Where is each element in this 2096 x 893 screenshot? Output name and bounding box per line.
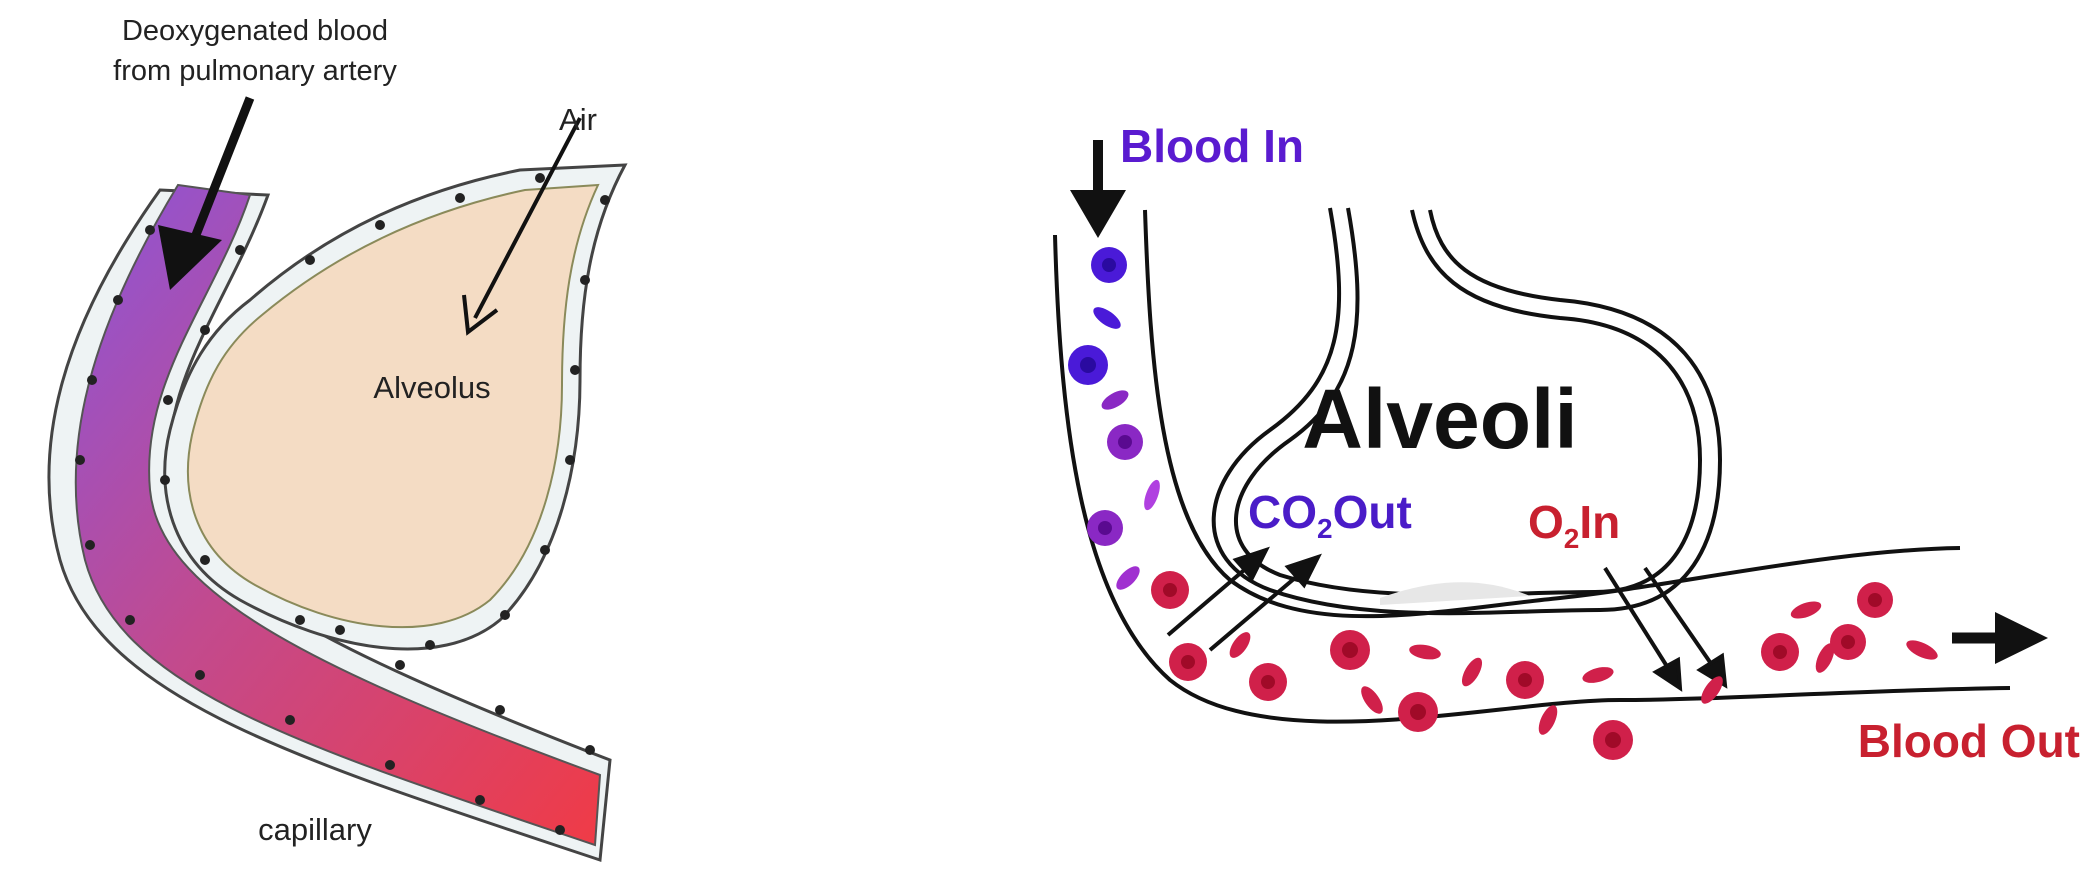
oxygenated-cell-side bbox=[1461, 657, 1483, 687]
wall-cell-nuclei bbox=[75, 173, 610, 835]
o2-in-label: O2In bbox=[1528, 496, 1620, 554]
vessel-inner-wall bbox=[1143, 209, 1961, 619]
blood-out-label: Blood Out bbox=[1858, 715, 2080, 767]
o2-in-arrows bbox=[1603, 566, 1728, 692]
mixed-cell bbox=[1107, 424, 1143, 460]
oxygenated-cell bbox=[1761, 633, 1799, 671]
blood-in-label: Blood In bbox=[1120, 120, 1304, 172]
alveolus-label: Alveolus bbox=[373, 370, 490, 405]
co2-main-text: CO bbox=[1248, 486, 1317, 538]
air-label: Air bbox=[559, 102, 597, 137]
o2-main-text: O bbox=[1528, 496, 1564, 548]
oxygenated-cell bbox=[1830, 624, 1866, 660]
oxygenated-cell bbox=[1398, 692, 1438, 732]
oxygenated-cell bbox=[1330, 630, 1370, 670]
alveolus-wall-outer bbox=[1211, 207, 1723, 616]
capillary-lumen bbox=[74, 183, 602, 847]
deoxygenated-cell-side bbox=[1093, 307, 1121, 329]
right-alveoli-diagram: Blood In Alveoli CO2Out O2In Blood Out bbox=[1053, 120, 2080, 767]
deoxygenated-cell bbox=[1068, 345, 1108, 385]
oxygenated-cell-side bbox=[1538, 705, 1558, 735]
co2-subscript: 2 bbox=[1317, 513, 1333, 544]
oxygenated-cell-side bbox=[1815, 643, 1835, 673]
mixed-cell-side bbox=[1101, 390, 1129, 410]
oxygenated-cell bbox=[1151, 571, 1189, 609]
blood-out-arrow bbox=[1952, 612, 2048, 664]
alveolus-wall-inner bbox=[1233, 207, 1703, 597]
o2-subscript: 2 bbox=[1564, 523, 1580, 554]
oxygenated-cell bbox=[1857, 582, 1893, 618]
oxygenated-cell-side bbox=[1229, 632, 1251, 658]
oxygenated-cell-side bbox=[1701, 676, 1723, 704]
oxygenated-cell-side bbox=[1582, 667, 1614, 683]
alveolus-air-space bbox=[186, 183, 600, 629]
co2-out-suffix: Out bbox=[1333, 486, 1412, 538]
air-arrow bbox=[462, 117, 582, 336]
deoxygenated-arrow bbox=[158, 96, 255, 290]
capillary-label: capillary bbox=[258, 812, 372, 847]
mixed-cell-side bbox=[1116, 566, 1140, 590]
deoxygenated-label-line2: from pulmonary artery bbox=[113, 55, 397, 87]
oxygenated-cell-side bbox=[1906, 640, 1938, 660]
vessel-outer-wall bbox=[1053, 234, 2011, 724]
alveolus-base-gap bbox=[1380, 582, 1530, 605]
oxygenated-cell bbox=[1169, 643, 1207, 681]
co2-out-label: CO2Out bbox=[1248, 486, 1412, 544]
mixed-cell-side bbox=[1144, 479, 1160, 511]
oxygenated-cell bbox=[1506, 661, 1544, 699]
blood-in-arrow bbox=[1070, 140, 1126, 238]
oxygenated-cell-side bbox=[1790, 601, 1822, 619]
blood-cells bbox=[1068, 247, 1938, 760]
co2-out-arrows bbox=[1166, 546, 1322, 652]
mixed-cell bbox=[1087, 510, 1123, 546]
deoxygenated-label-line1: Deoxygenated blood bbox=[122, 15, 388, 47]
deoxygenated-cell bbox=[1091, 247, 1127, 283]
oxygenated-cell-side bbox=[1409, 644, 1441, 660]
alveoli-label: Alveoli bbox=[1302, 372, 1577, 466]
oxygenated-cell-side bbox=[1361, 686, 1383, 714]
left-capillary-diagram: Deoxygenated blood from pulmonary artery… bbox=[47, 15, 628, 863]
oxygenated-cell bbox=[1593, 720, 1633, 760]
oxygenated-cell bbox=[1249, 663, 1287, 701]
o2-in-suffix: In bbox=[1579, 496, 1620, 548]
